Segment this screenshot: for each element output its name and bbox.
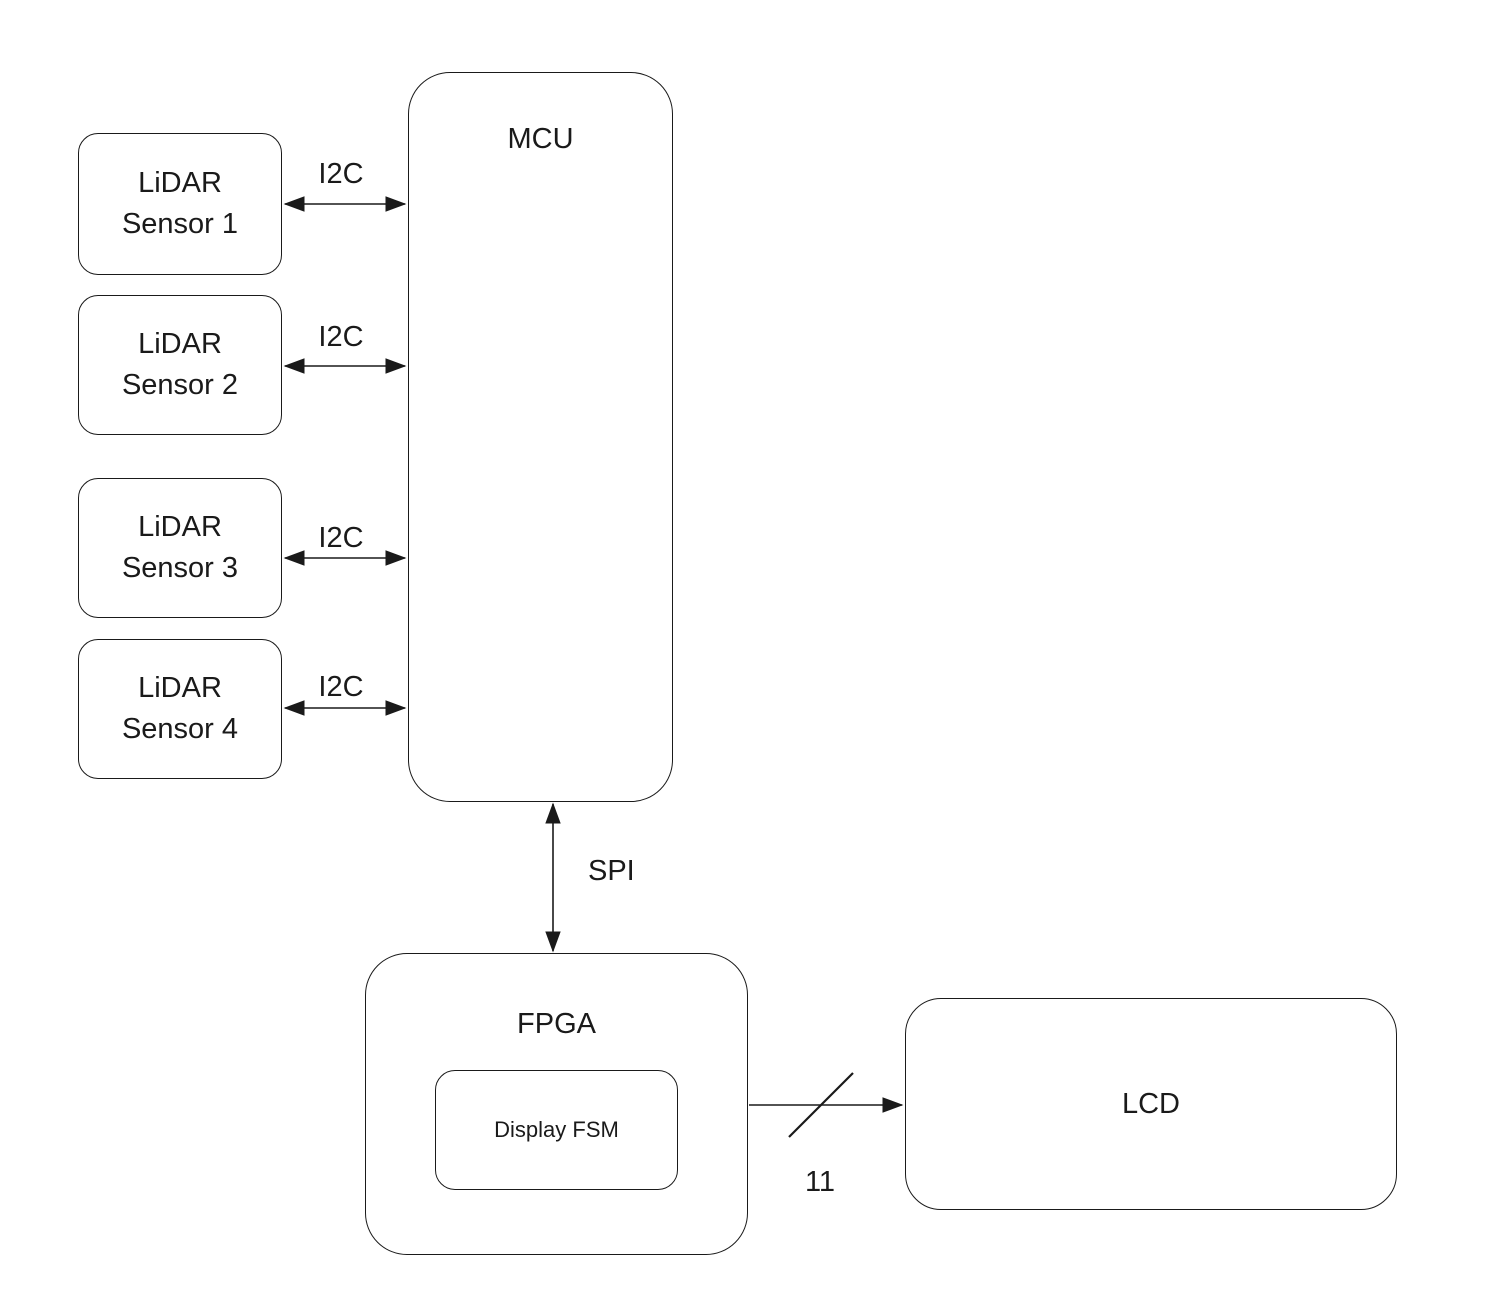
lidar-sensor-2-label-line2: Sensor 2 <box>121 369 239 401</box>
lidar-sensor-4-label-line2: Sensor 4 <box>121 713 239 745</box>
spi-label: SPI <box>588 855 635 887</box>
lidar-sensor-4-label-line1: LiDAR <box>138 672 222 705</box>
bus-width-slash <box>788 1072 854 1138</box>
display-fsm-node: Display FSM <box>435 1070 678 1190</box>
i2c-label-2: I2C <box>318 321 364 353</box>
display-fsm-label: Display FSM <box>494 1116 619 1142</box>
fpga-label: FPGA <box>517 1008 596 1040</box>
mcu-label: MCU <box>507 123 574 155</box>
lidar-sensor-1-node: LiDAR Sensor 1 <box>78 133 282 275</box>
i2c-label-1: I2C <box>318 158 364 190</box>
mcu-node: MCU <box>408 72 673 802</box>
lidar-sensor-1-label-line2: Sensor 1 <box>121 208 239 240</box>
bus-width-label: 11 <box>804 1166 836 1198</box>
lidar-sensor-2-node: LiDAR Sensor 2 <box>78 295 282 435</box>
lcd-node: LCD <box>905 998 1397 1210</box>
lcd-label: LCD <box>1121 1087 1180 1120</box>
lidar-sensor-3-node: LiDAR Sensor 3 <box>78 478 282 618</box>
lidar-sensor-3-label-line1: LiDAR <box>138 511 222 544</box>
lidar-sensor-3-label-line2: Sensor 3 <box>121 552 239 584</box>
lidar-sensor-1-label-line1: LiDAR <box>138 167 222 200</box>
lidar-sensor-4-node: LiDAR Sensor 4 <box>78 639 282 779</box>
i2c-label-3: I2C <box>318 522 364 554</box>
i2c-label-4: I2C <box>318 671 364 703</box>
lidar-sensor-2-label-line1: LiDAR <box>138 328 222 361</box>
